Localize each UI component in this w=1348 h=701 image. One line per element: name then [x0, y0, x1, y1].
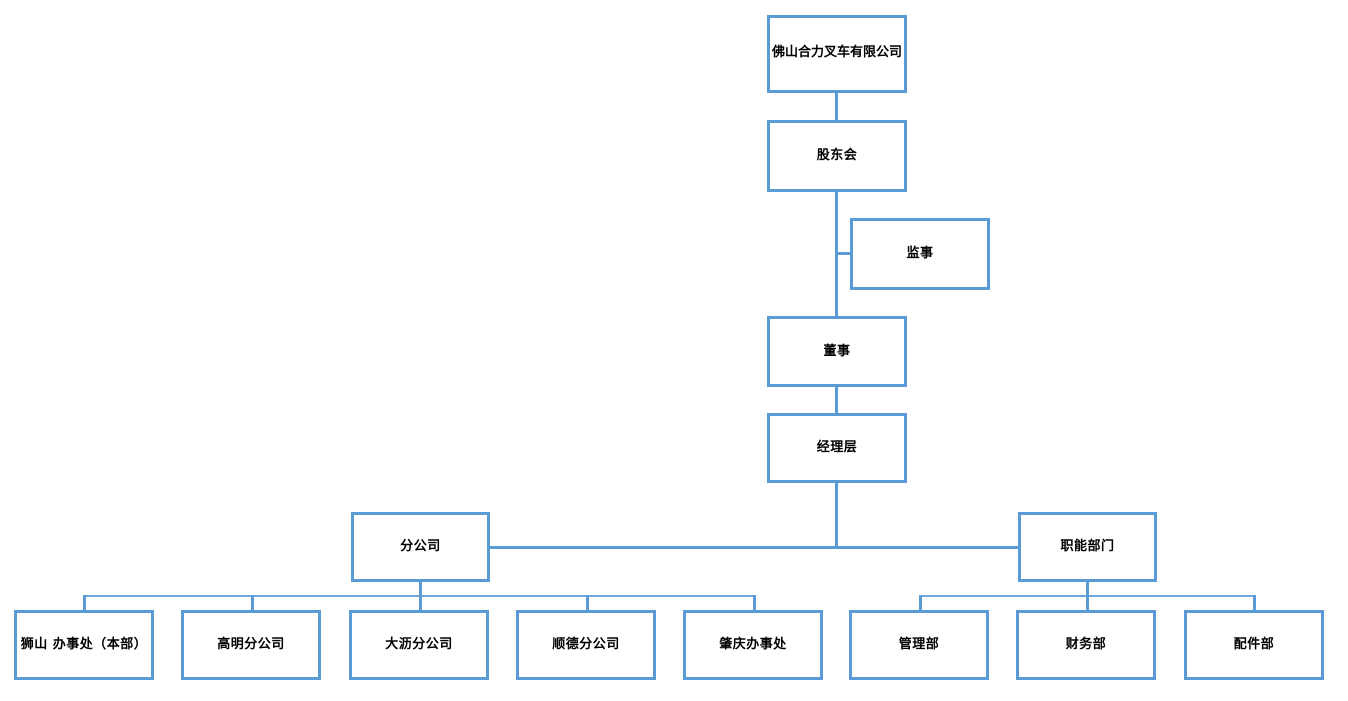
node-management[interactable]: 经理层: [767, 413, 907, 483]
node-branch-dali[interactable]: 大沥分公司: [349, 610, 489, 680]
connector-level-bus: [488, 546, 1020, 549]
connector-riser-dept-3: [1253, 595, 1256, 612]
node-branch-zhaoqing-office-label: 肇庆办事处: [719, 637, 787, 653]
node-dept-finance-label: 财务部: [1065, 637, 1107, 653]
node-branch-zhaoqing-office[interactable]: 肇庆办事处: [683, 610, 823, 680]
node-supervisor[interactable]: 监事: [850, 218, 990, 290]
connector-riser-branch-2: [251, 595, 254, 612]
node-dept-parts[interactable]: 配件部: [1184, 610, 1324, 680]
node-dept-management[interactable]: 管理部: [849, 610, 989, 680]
connector-trunk-to-supervisor: [835, 252, 853, 255]
connector-director-to-management: [835, 384, 838, 416]
node-dept-management-label: 管理部: [898, 637, 940, 653]
connector-riser-dept-1: [919, 595, 922, 612]
connector-management-to-level-bus: [835, 480, 838, 548]
connector-riser-branch-4: [586, 595, 589, 612]
node-shareholders-label: 股东会: [816, 148, 858, 164]
node-branch-gaoming[interactable]: 高明分公司: [181, 610, 321, 680]
node-shareholders[interactable]: 股东会: [767, 120, 907, 192]
node-director[interactable]: 董事: [767, 316, 907, 387]
node-supervisor-label: 监事: [906, 246, 934, 262]
node-dept-finance[interactable]: 财务部: [1016, 610, 1156, 680]
node-branch-shunde[interactable]: 顺德分公司: [516, 610, 656, 680]
node-branch-group[interactable]: 分公司: [351, 512, 490, 582]
connector-function-group-drop: [1086, 580, 1089, 596]
connector-riser-branch-1: [83, 595, 86, 612]
node-company-label: 佛山合力叉车有限公司: [771, 45, 902, 61]
connector-riser-branch-3: [419, 595, 422, 612]
connector-riser-dept-2: [1086, 595, 1089, 612]
node-branch-shishan-office-label: 狮山 办事处（本部）: [20, 637, 148, 653]
connector-riser-branch-5: [753, 595, 756, 612]
node-branch-shishan-office[interactable]: 狮山 办事处（本部）: [14, 610, 154, 680]
node-management-label: 经理层: [816, 440, 858, 456]
node-function-group-label: 职能部门: [1060, 539, 1115, 555]
node-dept-parts-label: 配件部: [1233, 637, 1275, 653]
node-branch-group-label: 分公司: [400, 539, 441, 555]
node-branch-dali-label: 大沥分公司: [385, 637, 453, 653]
connector-company-to-shareholders: [835, 90, 838, 123]
node-branch-gaoming-label: 高明分公司: [217, 637, 285, 653]
node-branch-shunde-label: 顺德分公司: [552, 637, 620, 653]
node-function-group[interactable]: 职能部门: [1018, 512, 1157, 582]
node-company[interactable]: 佛山合力叉车有限公司: [767, 15, 907, 93]
connector-branch-group-drop: [419, 580, 422, 596]
node-director-label: 董事: [823, 343, 851, 359]
